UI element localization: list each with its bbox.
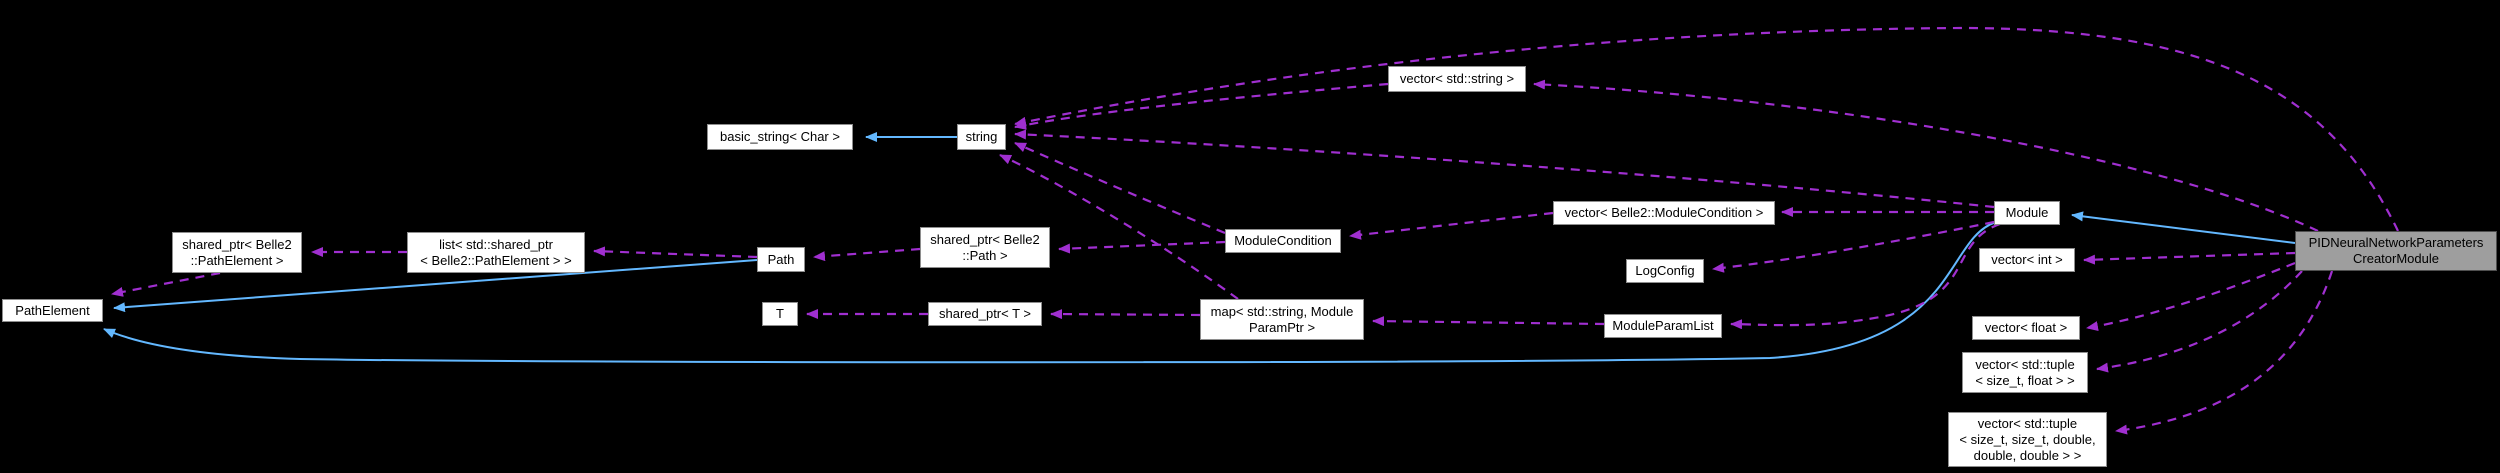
- node-vector-float[interactable]: vector< float >: [1972, 316, 2080, 340]
- edge-pidnn-to-vector-tuple-double: [2115, 270, 2334, 435]
- node-shared-ptr-path[interactable]: shared_ptr< Belle2 ::Path >: [920, 227, 1050, 268]
- edge-module-to-moduleparamlist: [1730, 222, 2001, 330]
- edge-pidnn-to-vector-string: [1533, 79, 2319, 232]
- node-modulecondition[interactable]: ModuleCondition: [1225, 229, 1341, 253]
- edge-sptr-pathelement-to-pathelement: [111, 271, 221, 297]
- edge-vector-mc-to-modulecondition: [1349, 211, 1554, 240]
- edge-pidnn-to-vector-int: [2083, 251, 2296, 265]
- edge-path-to-pathelement: [113, 259, 758, 313]
- node-shared-ptr-pathelement[interactable]: shared_ptr< Belle2 ::PathElement >: [172, 232, 302, 273]
- node-pathelement[interactable]: PathElement: [2, 299, 103, 322]
- edge-module-to-logconfig: [1712, 220, 1995, 273]
- edge-module-to-pathelement: [103, 221, 1997, 364]
- node-map-moduleparamptr[interactable]: map< std::string, Module ParamPtr >: [1200, 299, 1364, 340]
- node-shared-ptr-t[interactable]: shared_ptr< T >: [928, 302, 1042, 326]
- node-list-shared-ptr-pathelement[interactable]: list< std::shared_ptr < Belle2::PathElem…: [407, 232, 585, 273]
- edge-modulecondition-to-sptr-path: [1058, 240, 1226, 254]
- node-vector-modulecondition[interactable]: vector< Belle2::ModuleCondition >: [1553, 201, 1775, 225]
- node-t[interactable]: T: [762, 302, 798, 326]
- edge-map-to-sptr-t: [1050, 309, 1201, 320]
- node-vector-tuple-size-t-float[interactable]: vector< std::tuple < size_t, float > >: [1962, 352, 2088, 393]
- edge-moduleparamlist-to-map: [1372, 316, 1605, 327]
- edge-modulecondition-to-string: [1014, 141, 1226, 235]
- node-vector-tuple-size-t-size-t-double[interactable]: vector< std::tuple < size_t, size_t, dou…: [1948, 412, 2107, 467]
- edge-vector-string-to-string: [1014, 82, 1389, 130]
- node-module[interactable]: Module: [1994, 201, 2060, 225]
- node-vector-string[interactable]: vector< std::string >: [1388, 66, 1526, 92]
- edge-pidnn-to-vector-float: [2086, 261, 2296, 332]
- node-moduleparamlist[interactable]: ModuleParamList: [1604, 314, 1722, 338]
- node-vector-int[interactable]: vector< int >: [1979, 248, 2075, 272]
- edge-sptr-path-to-path: [813, 247, 921, 262]
- edge-path-to-list: [593, 246, 758, 259]
- edge-pidnn-to-string: [1014, 26, 2399, 232]
- node-basic-string[interactable]: basic_string< Char >: [707, 124, 853, 150]
- node-string[interactable]: string: [957, 124, 1006, 150]
- node-path[interactable]: Path: [757, 247, 805, 272]
- node-pidneuralnetworkparameterscreatormodule-current: PIDNeuralNetworkParameters CreatorModule: [2295, 231, 2497, 271]
- edge-pidnn-to-vector-tuple-float: [2096, 270, 2303, 373]
- edge-module-to-string: [1014, 129, 1995, 209]
- edge-pidnn-to-module: [2071, 211, 2296, 244]
- node-logconfig[interactable]: LogConfig: [1626, 259, 1704, 283]
